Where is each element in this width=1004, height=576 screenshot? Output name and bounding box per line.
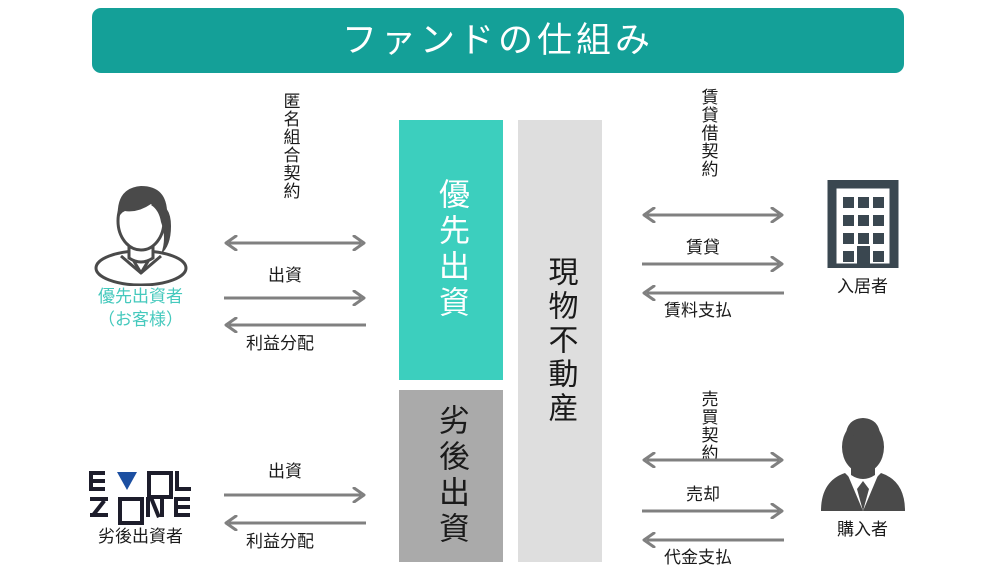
actor-tenant-label: 入居者 [837,277,888,296]
flow-arrow-price-payment [642,532,784,548]
flow-arrow-silent-partnership-contract [224,235,366,251]
title-banner: ファンドの仕組み [92,8,904,73]
column-physical-real-estate-label: 現物不動産 [543,256,577,426]
flow-label-profit-distribution-junior: 利益分配 [246,532,314,551]
woman-avatar-icon [91,178,191,286]
logo-letter-z [89,496,108,517]
logo-letter-v-triangle-icon [116,471,137,491]
evol-zone-logo [88,470,193,525]
flow-label-sale: 売却 [686,485,720,504]
actor-senior-investor-label-2: （お客様） [98,309,183,329]
logo-letter-o2 [117,496,144,525]
apartment-building-icon [822,180,904,268]
flow-arrow-profit-distribution-senior [224,317,366,333]
logo-row-evol [88,470,193,499]
column-junior-investment-label: 劣後出資 [434,404,470,548]
flow-arrow-rental [642,256,784,272]
businessman-avatar-icon [815,415,911,513]
logo-row-zone [89,496,192,525]
flow-label-rent-payment: 賃料支払 [664,301,732,320]
column-senior-investment-label: 優先出資 [434,178,470,322]
actor-senior-investor-label-1: 優先出資者 [98,287,183,306]
logo-letter-l [174,470,193,491]
actor-junior-investor: 劣後出資者 [58,470,223,549]
flow-group-left-bottom: 出資 利益分配 [222,462,368,562]
logo-letter-e2 [173,496,192,517]
flow-label-silent-partnership-contract: 匿名組合契約 [280,92,300,200]
flow-arrow-sale [642,503,784,519]
actor-tenant: 入居者 [795,180,930,299]
page-title: ファンドの仕組み [341,21,654,60]
actor-buyer: 購入者 [795,415,930,542]
flow-label-price-payment: 代金支払 [664,548,732,567]
flow-group-right-bottom: 売買契約 売却 代金支払 [640,390,786,567]
flow-label-profit-distribution-senior: 利益分配 [246,334,314,353]
logo-letter-o [146,470,173,499]
flow-label-rental: 賃貸 [686,238,720,257]
flow-label-lease-contract: 賃貸借契約 [698,88,718,178]
column-physical-real-estate: 現物不動産 [518,120,602,562]
flow-arrow-investment-senior [224,290,366,306]
flow-group-left-top: 匿名組合契約 出資 利益分配 [222,92,368,353]
flow-label-sales-contract: 売買契約 [698,390,718,462]
flow-arrow-lease-contract [642,207,784,223]
logo-letter-n [145,496,164,517]
actor-buyer-label: 購入者 [837,520,888,539]
column-senior-investment: 優先出資 [399,120,503,380]
column-junior-investment: 劣後出資 [399,390,503,562]
flow-label-investment-senior: 出資 [268,266,302,285]
logo-letter-e [88,470,107,491]
flow-label-investment-junior: 出資 [268,462,302,481]
actor-junior-investor-label: 劣後出資者 [98,527,183,546]
flow-arrow-investment-junior [224,487,366,503]
flow-arrow-profit-distribution-junior [224,515,366,531]
actor-senior-investor: 優先出資者 （お客様） [58,178,223,332]
flow-arrow-sales-contract [642,452,784,468]
flow-group-right-top: 賃貸借契約 賃貸 賃料支払 [640,88,786,320]
flow-arrow-rent-payment [642,285,784,301]
